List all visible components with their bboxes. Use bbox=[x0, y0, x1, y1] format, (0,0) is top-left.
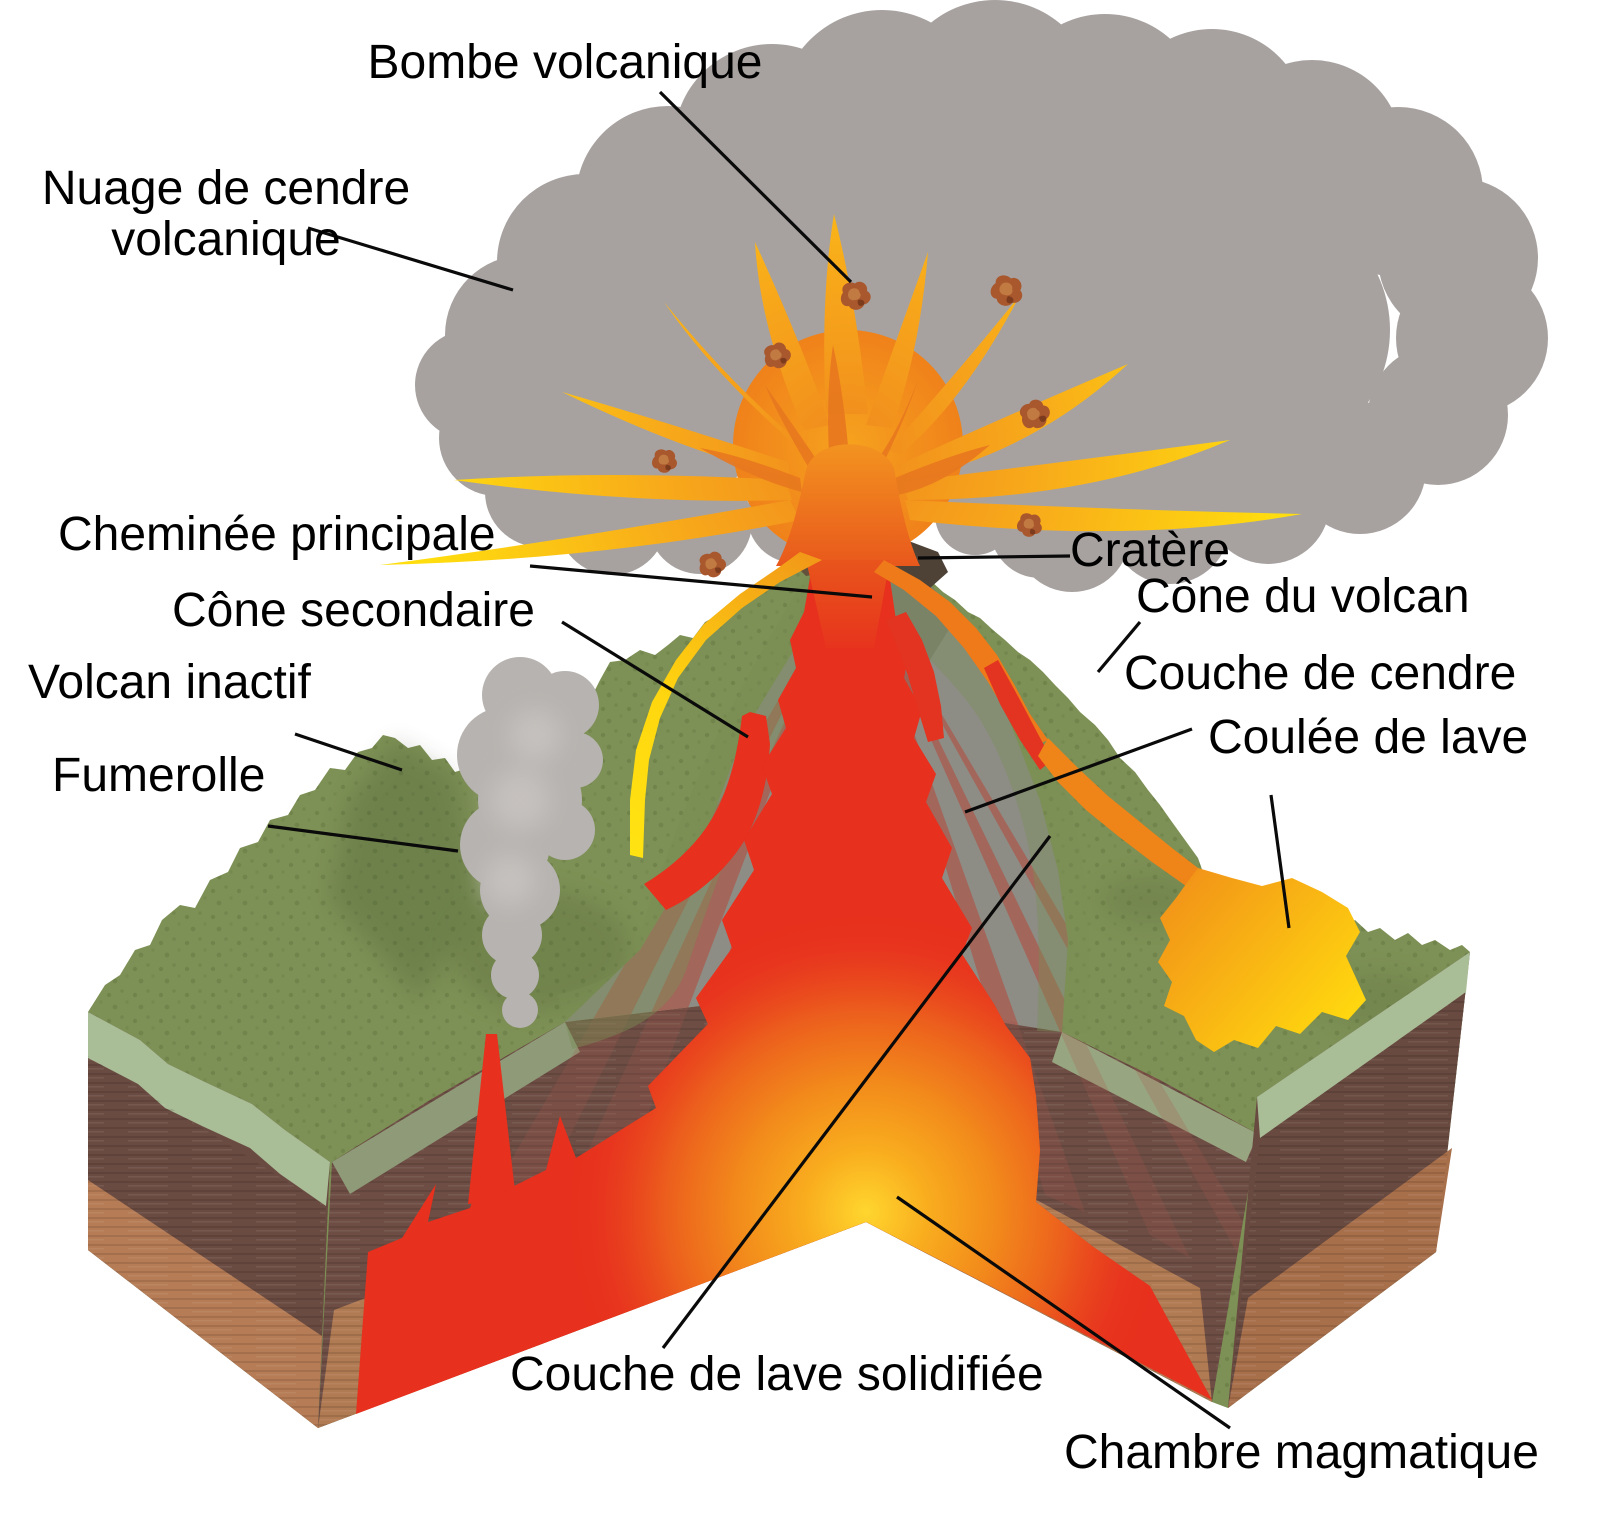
leader-bombe bbox=[658, 90, 853, 284]
right-flank-flow-lower bbox=[1038, 738, 1198, 886]
eruption-fountain bbox=[380, 214, 1302, 565]
surface-lava-flows bbox=[630, 552, 1366, 1052]
leader-couche-lave bbox=[661, 835, 1052, 1349]
leader-lines bbox=[267, 90, 1291, 1430]
label-volcanic-bomb: Bombe volcanique bbox=[367, 36, 763, 89]
label-secondary-cone: Cône secondaire bbox=[172, 584, 535, 637]
label-inactive-volcano: Volcan inactif bbox=[28, 656, 311, 709]
right-block-face bbox=[1228, 952, 1470, 1408]
underground-layers bbox=[88, 952, 1470, 1428]
fumarole-conduit bbox=[468, 1034, 516, 1204]
leader-cratere bbox=[917, 554, 1071, 560]
label-ash-cloud: Nuage de cendre volcanique bbox=[41, 162, 411, 266]
label-lava-flow: Coulée de lave bbox=[1208, 711, 1529, 764]
right-flank-red-ribbon-a bbox=[886, 612, 944, 742]
label-solidified-lava-layer: Couche de lave solidifiée bbox=[510, 1348, 1044, 1401]
fumarole-steam bbox=[457, 657, 603, 1028]
secondary-conduit bbox=[644, 712, 770, 910]
lava-flow-terminus bbox=[1158, 868, 1366, 1052]
left-block-face bbox=[88, 1012, 330, 1428]
leader-fumerolle bbox=[267, 824, 459, 853]
eruption-spikes bbox=[380, 214, 1302, 565]
left-flank-lava-streak bbox=[630, 552, 822, 858]
leader-cone-volcan bbox=[1096, 620, 1142, 674]
leader-chambre bbox=[896, 1195, 1231, 1430]
label-main-vent: Cheminée principale bbox=[58, 508, 496, 561]
label-crater: Cratère bbox=[1070, 524, 1231, 577]
eruption-inner-spikes bbox=[700, 345, 990, 495]
magma bbox=[356, 566, 1212, 1414]
label-ash-layer: Couche de cendre bbox=[1124, 647, 1517, 700]
magma-chamber-glow bbox=[356, 566, 1212, 1414]
leader-coulee-lave bbox=[1269, 794, 1291, 929]
column-to-conduit-fade bbox=[806, 560, 890, 648]
leader-cone-secondaire bbox=[561, 620, 749, 739]
leader-couche-cendre bbox=[964, 727, 1193, 814]
label-fumarole: Fumerolle bbox=[52, 749, 266, 802]
grass-cut-strip-left bbox=[332, 1022, 580, 1194]
cut-rim-right bbox=[839, 538, 1089, 1033]
label-volcano-cone: Cône du volcan bbox=[1136, 570, 1470, 623]
leader-cheminee bbox=[529, 564, 873, 599]
leader-nuage bbox=[307, 226, 514, 292]
eruption-column bbox=[776, 444, 920, 566]
label-magma-chamber: Chambre magmatique bbox=[1064, 1426, 1539, 1479]
right-flank-red-ribbon-b bbox=[984, 660, 1052, 770]
leader-volcan-inactif bbox=[294, 732, 403, 772]
